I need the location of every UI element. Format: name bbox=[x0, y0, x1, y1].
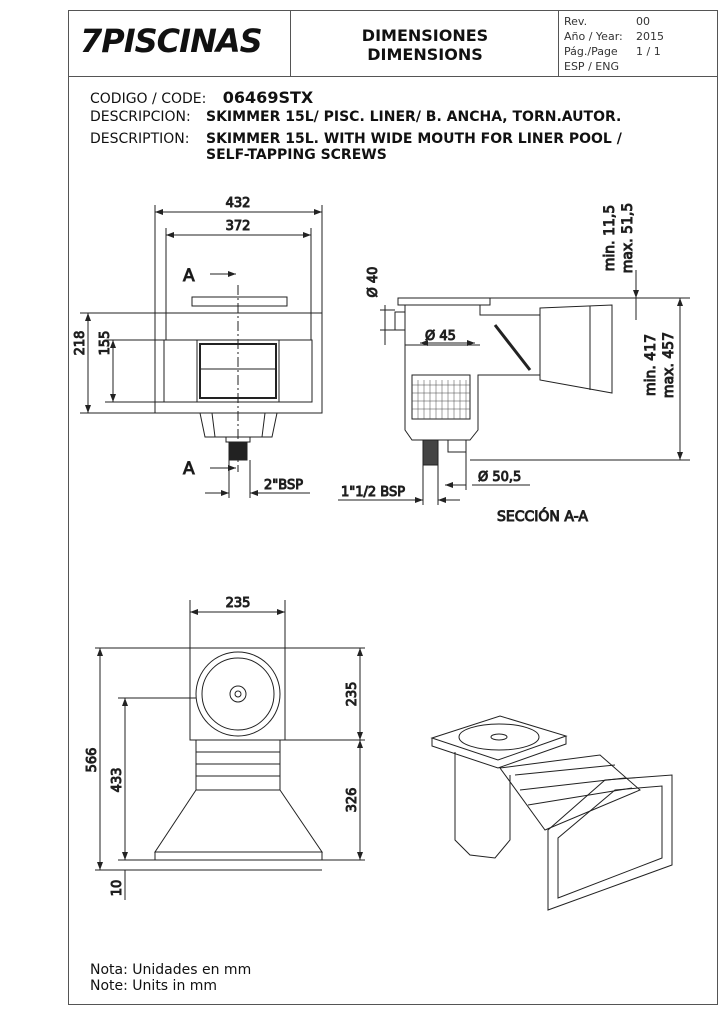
dim-width-inner: 372 bbox=[226, 219, 251, 234]
title-block bbox=[68, 10, 718, 77]
dim-top-min: min. 11,5 bbox=[602, 205, 618, 271]
section-caption: SECCIÓN A-A bbox=[497, 507, 588, 525]
brand-logo: 7PISCINAS bbox=[80, 22, 263, 60]
dim-base: 10 bbox=[110, 880, 125, 897]
desc-es-label: DESCRIPCION: bbox=[90, 109, 191, 125]
desc-en-2: SELF-TAPPING SCREWS bbox=[206, 147, 387, 163]
dim-top-max: max. 51,5 bbox=[620, 203, 636, 274]
desc-en-row: DESCRIPTION: SKIMMER 15L. WITH WIDE MOUTH… bbox=[90, 131, 622, 147]
dim-diameter-40: Ø 40 bbox=[366, 267, 381, 298]
page-value: 1 / 1 bbox=[636, 45, 661, 58]
revision-block: Rev. 00 Año / Year: 2015 Pág./Page 1 / 1 ES… bbox=[564, 14, 664, 74]
year-label: Año / Year: bbox=[564, 30, 623, 43]
dim-height-min: min. 417 bbox=[643, 334, 659, 396]
dim-height-max: max. 457 bbox=[661, 332, 677, 398]
rev-value: 00 bbox=[636, 15, 650, 28]
desc-es: SKIMMER 15L/ PISC. LINER/ B. ANCHA, TORN… bbox=[206, 109, 622, 125]
title-es: DIMENSIONES bbox=[361, 26, 489, 45]
year-value: 2015 bbox=[636, 30, 664, 43]
dim-thread-1-1-2bsp: 1"1/2 BSP bbox=[341, 485, 405, 500]
dim-thread-2bsp: 2"BSP bbox=[264, 478, 303, 493]
isometric-view bbox=[430, 715, 673, 911]
dim-diameter-45: Ø 45 bbox=[425, 329, 456, 344]
dim-433: 433 bbox=[110, 768, 125, 793]
dim-height-inner: 155 bbox=[98, 331, 113, 356]
title-en: DIMENSIONS bbox=[367, 45, 483, 64]
dim-total-height: 566 bbox=[85, 748, 100, 773]
code-label: CODIGO / CODE: bbox=[90, 91, 207, 107]
desc-en-label: DESCRIPTION: bbox=[90, 131, 190, 147]
language: ESP / ENG bbox=[564, 60, 619, 73]
front-view: 432 372 A A 218 155 2"BSP bbox=[73, 196, 323, 498]
dim-bottom-height: 326 bbox=[345, 788, 360, 813]
desc-es-row: DESCRIPCION: SKIMMER 15L/ PISC. LINER/ B.… bbox=[90, 109, 621, 125]
section-mark-top: A bbox=[183, 266, 195, 286]
desc-en-row-2: SELF-TAPPING SCREWS bbox=[206, 147, 387, 163]
dim-width-outer: 432 bbox=[226, 196, 251, 211]
dim-height-outer: 218 bbox=[73, 331, 88, 356]
dim-top-width: 235 bbox=[226, 596, 251, 611]
dim-top-height: 235 bbox=[345, 682, 360, 707]
code-value: 06469STX bbox=[222, 88, 314, 107]
section-mark-bottom: A bbox=[183, 459, 195, 479]
page-label: Pág./Page bbox=[564, 45, 618, 58]
divider bbox=[290, 10, 291, 77]
note-en: Note: Units in mm bbox=[90, 978, 218, 994]
divider bbox=[558, 10, 559, 77]
rev-label: Rev. bbox=[564, 15, 588, 28]
section-view: Ø 40 Ø 45 Ø 50,5 1"1/2 BSP SECCIÓN A-A m… bbox=[338, 202, 690, 526]
dim-diameter-50-5: Ø 50,5 bbox=[478, 470, 521, 485]
document-title: DIMENSIONES DIMENSIONS bbox=[292, 26, 558, 64]
code-row: CODIGO / CODE: 06469STX bbox=[90, 88, 313, 107]
note-es: Nota: Unidades en mm bbox=[90, 962, 252, 978]
desc-en-1: SKIMMER 15L. WITH WIDE MOUTH FOR LINER P… bbox=[206, 131, 622, 147]
top-view: 235 566 433 10 235 326 bbox=[85, 596, 365, 900]
